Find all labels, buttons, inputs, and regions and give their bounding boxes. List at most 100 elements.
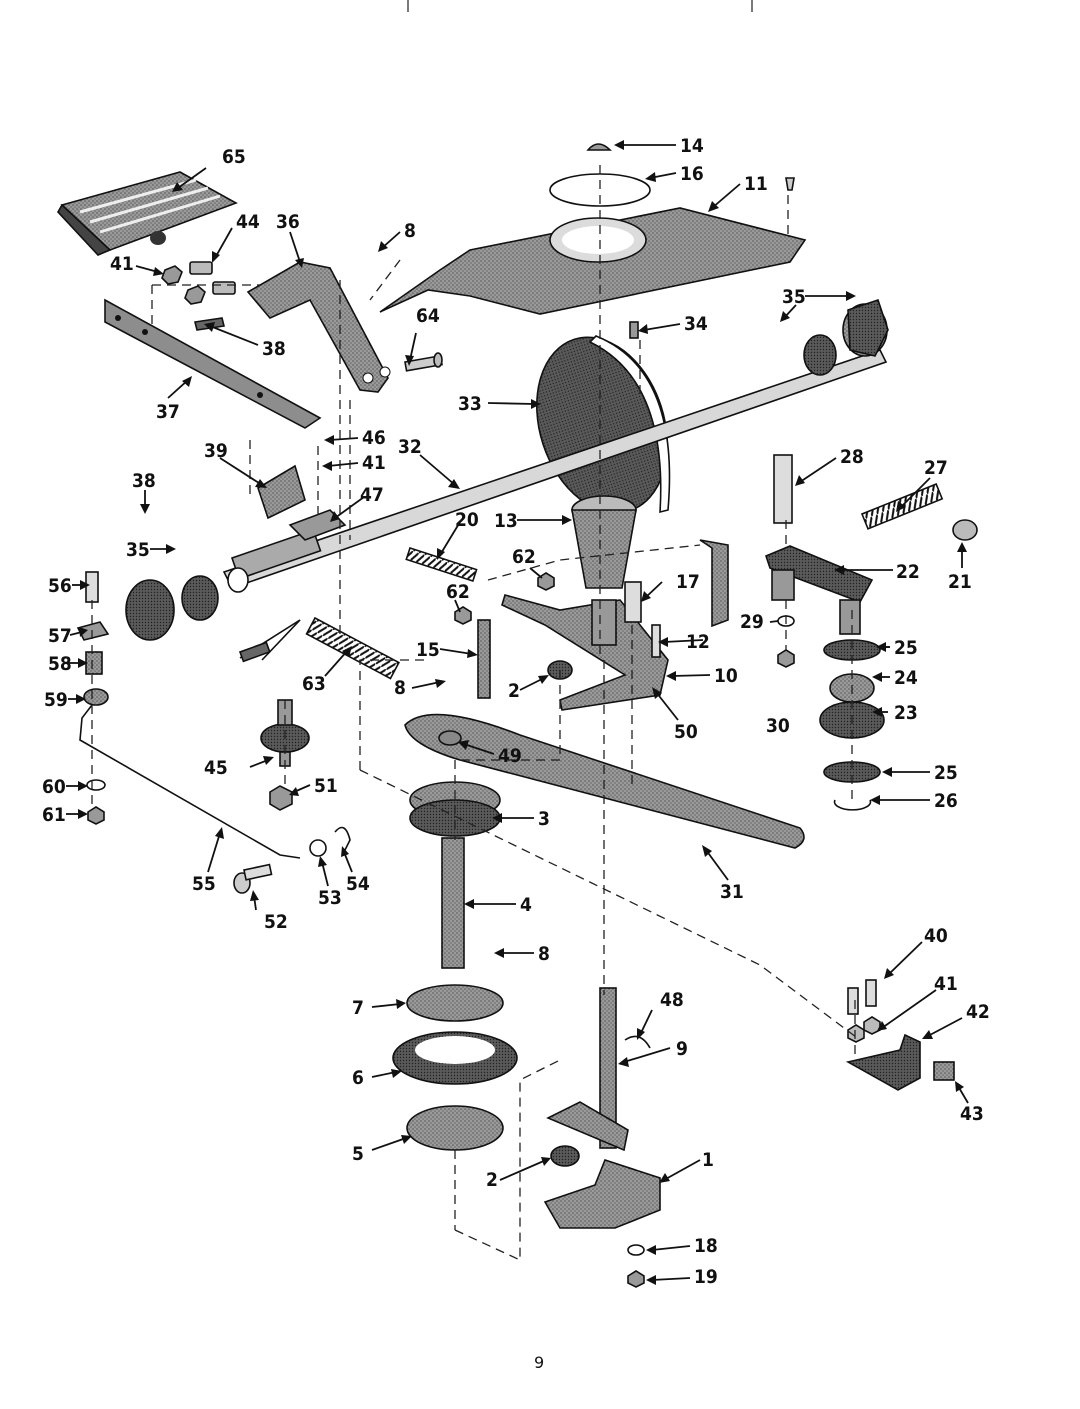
callout-50: 50: [674, 721, 698, 743]
callout-2a: 2: [508, 680, 520, 702]
callout-9: 9: [676, 1038, 688, 1060]
bolt-17-part: [624, 581, 642, 623]
page-number: 9: [534, 1353, 544, 1372]
screw-part: [785, 177, 795, 191]
callout-41c: 41: [934, 973, 958, 995]
lever-arm-part: [246, 261, 391, 393]
bolt-12-part: [651, 624, 661, 658]
washer-18-part: [627, 1244, 645, 1256]
cover-plate-part: [379, 207, 807, 315]
callout-27: 27: [924, 457, 948, 479]
gear-right-part: [803, 298, 889, 376]
hub-stack-part: [392, 984, 518, 1151]
callout-22: 22: [896, 561, 920, 583]
callout-13: 13: [494, 510, 518, 532]
callout-labels: 14 16 11 65 44 36 8 41 35 64 34 38 33 37…: [42, 135, 990, 1288]
cap-part: [586, 143, 612, 151]
callout-34: 34: [684, 313, 708, 335]
callout-8b: 8: [394, 677, 406, 699]
callout-14: 14: [680, 135, 704, 157]
callout-62a: 62: [512, 546, 536, 568]
callout-15: 15: [416, 639, 440, 661]
spacer-58-part: [85, 651, 103, 675]
callout-23: 23: [894, 702, 918, 724]
nut-51-part: [269, 785, 293, 811]
callout-25b: 25: [934, 762, 958, 784]
callout-57: 57: [48, 625, 72, 647]
strap-upper-part: [699, 539, 729, 628]
callout-62b: 62: [446, 581, 470, 603]
callout-18: 18: [694, 1235, 718, 1257]
callout-3: 3: [538, 808, 550, 830]
callout-55: 55: [192, 873, 216, 895]
callout-17: 17: [676, 571, 700, 593]
spindle-hub-part: [571, 495, 637, 589]
callout-20: 20: [455, 509, 479, 531]
shaft-4-part: [441, 837, 465, 969]
washer-49-part: [438, 730, 462, 746]
strap-15-part: [477, 619, 491, 699]
callout-46: 46: [362, 427, 386, 449]
spring-20-part: [405, 546, 478, 583]
callout-40: 40: [924, 925, 948, 947]
callout-36: 36: [276, 211, 300, 233]
callout-44: 44: [236, 211, 260, 233]
callout-6: 6: [352, 1067, 364, 1089]
callout-47: 47: [360, 484, 384, 506]
callout-1: 1: [702, 1149, 714, 1171]
washer-57-part: [76, 621, 110, 641]
clevis-pin-part: [404, 352, 443, 372]
bushing-59-part: [83, 688, 109, 706]
callout-leaders: [66, 140, 969, 1285]
cotter-pin-54-part: [334, 826, 351, 851]
callout-52: 52: [264, 911, 288, 933]
callout-51: 51: [314, 775, 338, 797]
bolt-nut-group: [161, 261, 236, 331]
mount-bracket-42-part: [845, 979, 955, 1091]
bolt-56-part: [85, 571, 99, 603]
callout-54: 54: [346, 873, 370, 895]
callout-39: 39: [204, 440, 228, 462]
callout-33: 33: [458, 393, 482, 415]
callout-35b: 35: [126, 539, 150, 561]
callout-4: 4: [520, 894, 532, 916]
callout-64: 64: [416, 305, 440, 327]
callout-26: 26: [934, 790, 958, 812]
callout-5: 5: [352, 1143, 364, 1165]
callout-28: 28: [840, 446, 864, 468]
callout-32: 32: [398, 436, 422, 458]
callout-19: 19: [694, 1266, 718, 1288]
callout-7: 7: [352, 997, 364, 1019]
callout-29: 29: [740, 611, 764, 633]
callout-31: 31: [720, 881, 744, 903]
callout-25a: 25: [894, 637, 918, 659]
clevis-pin-52-part: [233, 863, 273, 894]
callout-38b: 38: [132, 470, 156, 492]
control-rod-part: [79, 619, 301, 859]
nut-62b-part: [454, 606, 472, 625]
callout-21: 21: [948, 571, 972, 593]
callout-16: 16: [680, 163, 704, 185]
mount-bracket-part: [257, 464, 347, 541]
pulley-stack-right-part: [819, 639, 885, 811]
callout-24: 24: [894, 667, 918, 689]
bushing-2-part: [550, 1145, 580, 1167]
callout-35a: 35: [782, 286, 806, 308]
nut-30-part: [777, 649, 795, 668]
roll-pin-part: [629, 321, 639, 339]
bracket-1-part: [543, 1159, 661, 1229]
washer-53-part: [309, 839, 327, 857]
callout-37: 37: [156, 401, 180, 423]
callout-41b: 41: [362, 452, 386, 474]
nut-19-part: [627, 1270, 645, 1288]
callout-43: 43: [960, 1103, 984, 1125]
callout-8c: 8: [538, 943, 550, 965]
nut-61-part: [87, 806, 105, 825]
callout-49: 49: [498, 745, 522, 767]
callout-8a: 8: [404, 220, 416, 242]
callout-59: 59: [44, 689, 68, 711]
callout-10: 10: [714, 665, 738, 687]
washer-60-part: [86, 779, 106, 791]
rod-9-part: [546, 987, 629, 1152]
